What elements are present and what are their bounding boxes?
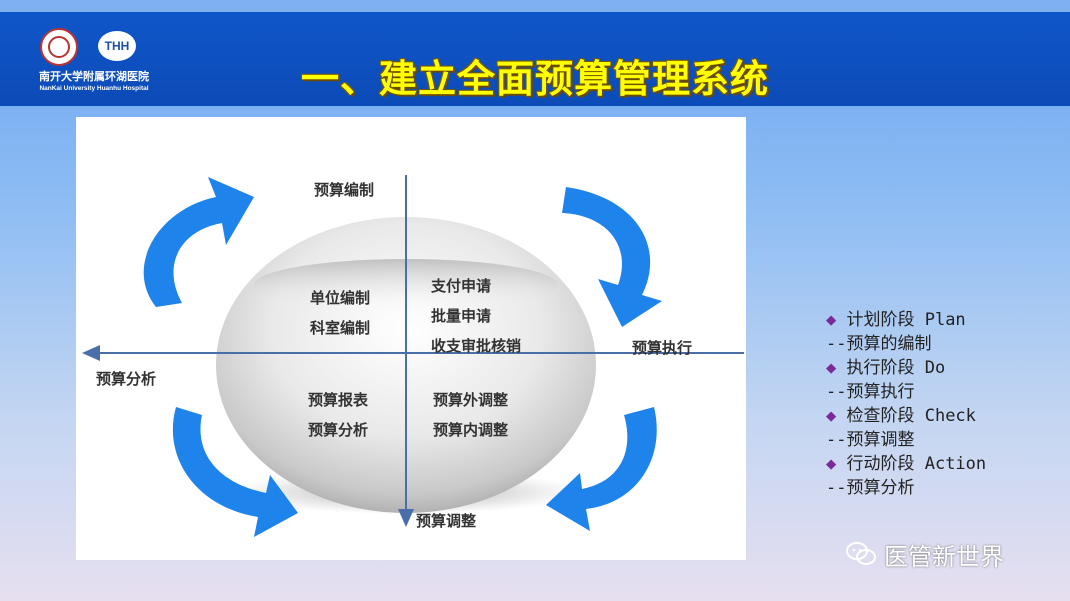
arrow-top-left-icon [143, 177, 254, 307]
q-br-2: 预算内调整 [433, 421, 509, 439]
budget-cycle-diagram: 预算编制 预算执行 预算调整 预算分析 单位编制 科室编制 支付申请 批量申请 … [76, 117, 746, 560]
list-item: ◆ 执行阶段 Do [826, 358, 946, 378]
hospital-logo: THH 南开大学附属环湖医院 NanKai University Huanhu … [24, 28, 174, 108]
q-tr-2: 批量申请 [431, 307, 492, 325]
header-bar: THH 南开大学附属环湖医院 NanKai University Huanhu … [0, 12, 1070, 106]
q-tl-2: 科室编制 [310, 319, 371, 337]
watermark-text: 医管新世界 [884, 542, 1004, 571]
diamond-bullet-icon: ◆ [826, 406, 837, 426]
diagram-graphics [82, 175, 744, 537]
q-bl-2: 预算分析 [308, 421, 369, 439]
list-item: --预算执行 [826, 382, 915, 402]
arrow-bottom-left-icon [172, 407, 298, 537]
list-item: --预算调整 [826, 430, 915, 450]
list-item: ◆ 检查阶段 Check [826, 406, 976, 426]
hospital-name-en: NanKai University Huanhu Hospital [39, 85, 149, 92]
label-right: 预算执行 [632, 339, 693, 357]
list-item: ◆ 行动阶段 Action [826, 454, 987, 474]
q-br-1: 预算外调整 [433, 391, 509, 409]
arrow-bottom-right-icon [546, 407, 657, 531]
q-bl-1: 预算报表 [308, 391, 369, 409]
cycle-arrows [143, 177, 662, 537]
label-bottom: 预算调整 [416, 512, 477, 530]
list-item: ◆ 计划阶段 Plan [826, 310, 966, 330]
top-strip [0, 0, 1070, 12]
diamond-bullet-icon: ◆ [826, 454, 837, 474]
hospital-name-cn: 南开大学附属环湖医院 [39, 70, 149, 83]
list-item: --预算的编制 [826, 334, 932, 354]
thh-logo-badge: THH [98, 31, 136, 61]
university-seal-icon [40, 28, 78, 66]
label-top: 预算编制 [314, 181, 375, 199]
q-tr-1: 支付申请 [431, 277, 492, 295]
wechat-icon [846, 542, 876, 565]
watermark: 医管新世界 [846, 536, 1004, 572]
arrow-top-right-icon [562, 187, 662, 327]
diamond-bullet-icon: ◆ [826, 358, 837, 378]
diamond-bullet-icon: ◆ [826, 310, 837, 330]
q-tr-3: 收支审批核销 [431, 337, 522, 355]
q-tl-1: 单位编制 [310, 289, 371, 307]
label-left: 预算分析 [96, 370, 157, 388]
slide-title: 一、建立全面预算管理系统 [300, 57, 769, 101]
list-item: --预算分析 [826, 478, 915, 498]
pdca-list: ◆ 计划阶段 Plan --预算的编制 ◆ 执行阶段 Do --预算执行 ◆ 检… [826, 308, 1056, 500]
